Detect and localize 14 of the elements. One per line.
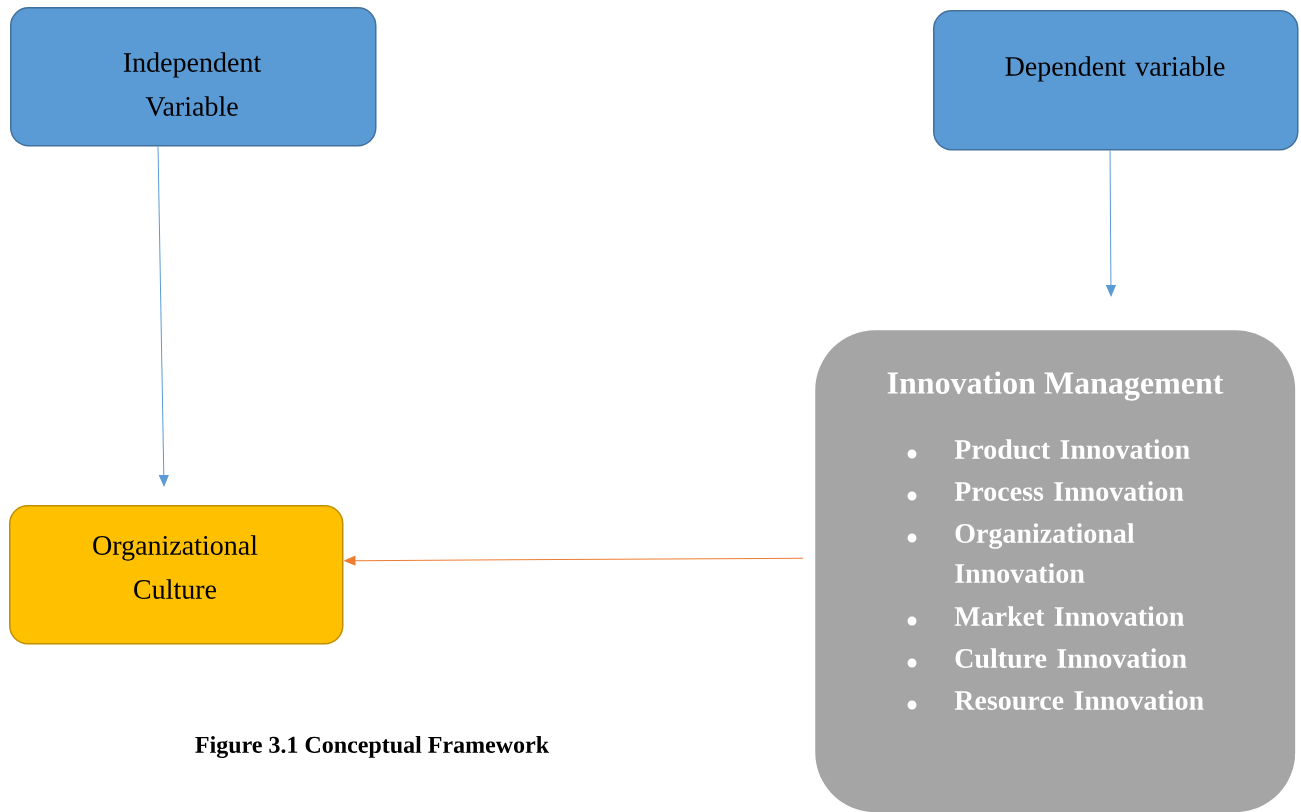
bullet-item: Organizational Innovation bbox=[907, 523, 1135, 583]
variable-box: Dependent variable bbox=[933, 10, 1299, 151]
bullet-item: Culture Innovation bbox=[907, 648, 1187, 668]
arrow bbox=[157, 146, 169, 487]
bullet-item: Product Innovation bbox=[907, 439, 1190, 459]
variable-box: Organizational Culture bbox=[9, 505, 344, 645]
bullet-item: Process Innovation bbox=[907, 481, 1184, 501]
category-box: Innovation Management Product Innovation Process Innovation Organizational Innovation Market Innovation Culture Innovation Resource Innovation bbox=[815, 330, 1296, 812]
arrow bbox=[344, 555, 804, 566]
arrow bbox=[1106, 150, 1116, 297]
bullet-item: Market Innovation bbox=[907, 606, 1184, 626]
variable-box: Independent Variable bbox=[10, 7, 377, 147]
figure-caption: Figure 3.1 Conceptual Framework bbox=[195, 736, 550, 758]
bullet-item: Resource Innovation bbox=[907, 690, 1204, 710]
